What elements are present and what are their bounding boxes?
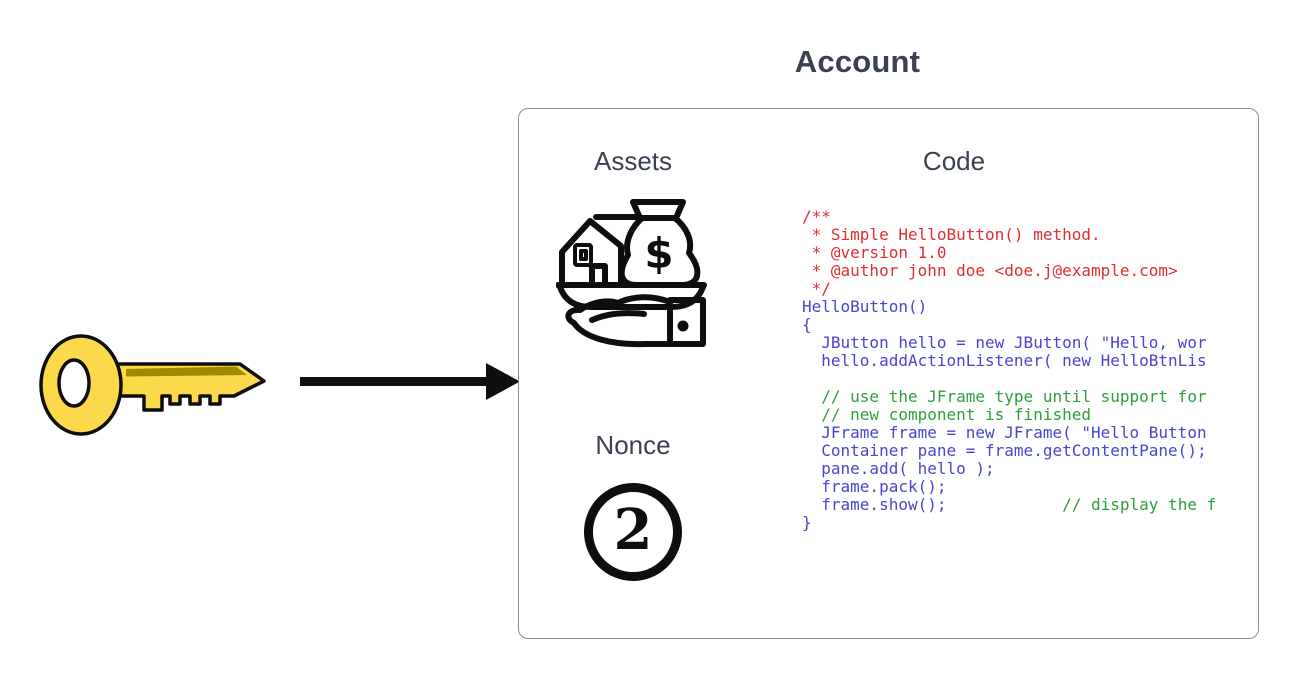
nonce-label: Nonce <box>595 430 671 460</box>
code-line <box>802 370 1242 388</box>
code-line: * @version 1.0 <box>802 243 947 262</box>
nonce-badge: 2 <box>584 483 682 581</box>
dollar-sign-icon: $ <box>644 229 673 278</box>
code-line: */ <box>802 279 831 298</box>
code-line: } <box>802 513 812 532</box>
code-line: // use the JFrame type until support for <box>802 387 1207 406</box>
code-label: Code <box>922 146 986 176</box>
code-line: HelloButton() <box>802 297 928 316</box>
key-icon <box>39 334 266 436</box>
code-line: { <box>802 315 812 334</box>
arrow-right-icon <box>300 363 520 400</box>
code-line: /** <box>802 208 831 226</box>
assets-label: Assets <box>593 146 673 176</box>
code-line: frame.pack(); <box>802 477 947 496</box>
code-listing: /** * Simple HelloButton() method. * @ve… <box>802 208 1242 538</box>
code-line: JButton hello = new JButton( "Hello, wor <box>802 333 1207 352</box>
code-line: Container pane = frame.getContentPane(); <box>802 441 1207 460</box>
code-line: pane.add( hello ); <box>802 459 995 478</box>
code-line: frame.show(); // display the f <box>802 495 1217 514</box>
code-line: hello.addActionListener( new HelloBtnLis <box>802 351 1207 370</box>
code-line: JFrame frame = new JFrame( "Hello Button <box>802 423 1207 442</box>
nonce-value: 2 <box>613 497 653 563</box>
diagram-title: Account <box>794 44 921 79</box>
hand-holding-assets-icon: $ <box>556 199 707 348</box>
code-line: * @author john doe <doe.j@example.com> <box>802 261 1178 280</box>
code-line: // new component is finished <box>802 405 1091 424</box>
code-line: * Simple HelloButton() method. <box>802 225 1101 244</box>
